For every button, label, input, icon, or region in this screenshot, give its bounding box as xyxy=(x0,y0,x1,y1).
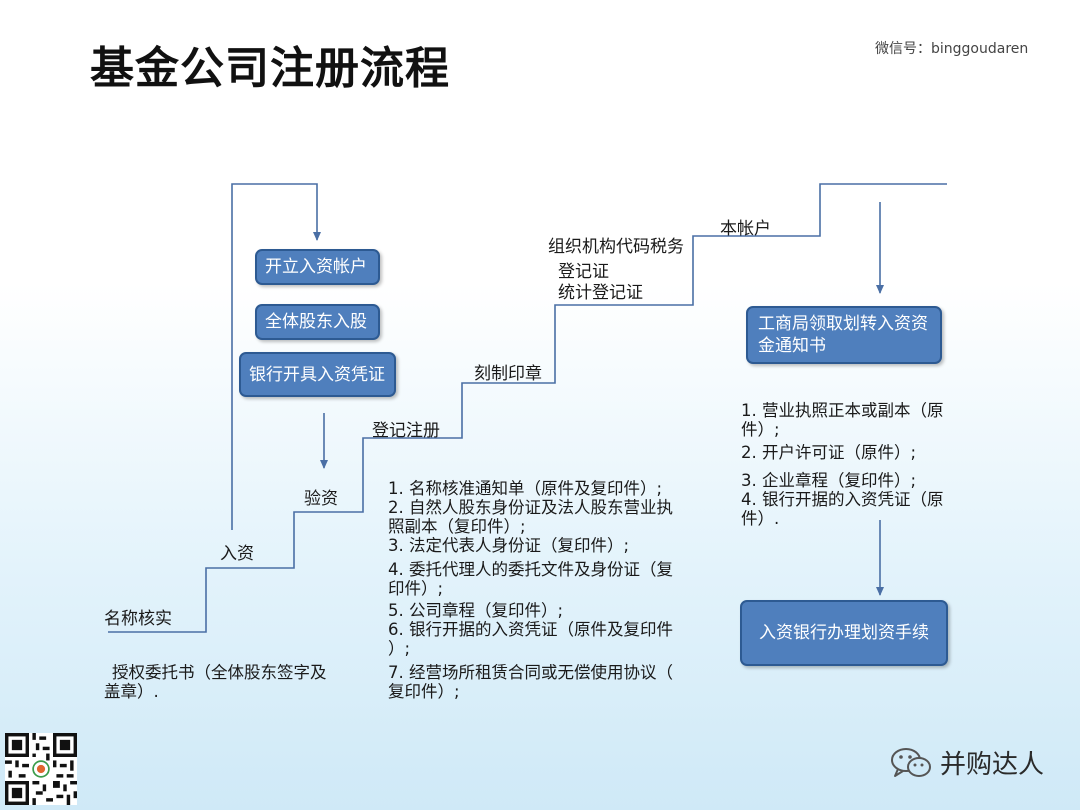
step-register: 登记注册 xyxy=(372,421,440,441)
shareholders-invest-box: 全体股东入股 xyxy=(255,304,380,340)
list-item: 4. 委托代理人的委托文件及身份证（复 xyxy=(388,560,673,579)
list-item: 件）; xyxy=(741,420,780,439)
list-item: 6. 银行开据的入资凭证（原件及复印件 xyxy=(388,620,673,639)
step-bank-account: 本帐户 xyxy=(720,219,771,239)
list-item: 复印件）; xyxy=(388,682,460,701)
feedback-line xyxy=(231,183,321,530)
brand-footer: 并购达人 xyxy=(890,744,1044,781)
list-item: 1. 名称核准通知单（原件及复印件）; xyxy=(388,479,663,498)
aic-notice-label: 工商局领取划转入资资金通知书 xyxy=(758,314,928,356)
brand-name: 并购达人 xyxy=(940,750,1045,780)
open-account-label: 开立入资帐户 xyxy=(265,257,367,277)
staircase-line xyxy=(108,183,947,633)
step-capital-in: 入资 xyxy=(220,544,254,564)
list-item: 印件）; xyxy=(388,579,444,598)
bank-certificate-label: 银行开具入资凭证 xyxy=(249,364,385,385)
transfer-docs-list: 1. 营业执照正本或副本（原 件）; 2. 开户许可证（原件）; 3. 企业章程… xyxy=(741,401,944,528)
list-item: 2. 开户许可证（原件）; xyxy=(741,443,917,462)
list-item: 5. 公司章程（复印件）; xyxy=(388,601,564,620)
authorization-line: 授权委托书（全体股东签字及 xyxy=(112,663,327,682)
authorization-line: 盖章）. xyxy=(104,682,159,701)
list-item: 3. 法定代表人身份证（复印件）; xyxy=(388,536,630,555)
list-item: 件）. xyxy=(741,509,780,528)
bank-certificate-box: 银行开具入资凭证 xyxy=(239,352,396,397)
bank-transfer-box: 入资银行办理划资手续 xyxy=(740,600,948,666)
step-verify-capital: 验资 xyxy=(304,489,338,509)
page-title: 基金公司注册流程 xyxy=(90,43,450,94)
qr-code-icon xyxy=(5,733,77,805)
authorization-note: 授权委托书（全体股东签字及 盖章）. xyxy=(104,663,327,701)
wechat-icon xyxy=(891,747,931,777)
bank-transfer-label: 入资银行办理划资手续 xyxy=(759,623,929,643)
step-engrave-seal: 刻制印章 xyxy=(474,364,542,384)
step-org-code-tax: 组织机构代码税务 xyxy=(548,237,684,257)
open-account-box: 开立入资帐户 xyxy=(255,249,380,285)
step-stat-reg-cert: 统计登记证 xyxy=(558,283,643,303)
wechat-id: 微信号：binggoudaren xyxy=(875,41,1029,57)
register-docs-list: 1. 名称核准通知单（原件及复印件）; 2. 自然人股东身份证及法人股东营业执 … xyxy=(388,479,673,701)
list-item: 4. 银行开据的入资凭证（原 xyxy=(741,490,944,509)
step-name-check: 名称核实 xyxy=(104,609,172,629)
aic-notice-box: 工商局领取划转入资资金通知书 xyxy=(746,306,942,364)
shareholders-invest-label: 全体股东入股 xyxy=(265,312,367,332)
list-item: 7. 经营场所租赁合同或无偿使用协议（ xyxy=(388,663,673,682)
list-item: 3. 企业章程（复印件）; xyxy=(741,471,917,490)
list-item: 1. 营业执照正本或副本（原 xyxy=(741,401,944,420)
step-reg-cert: 登记证 xyxy=(558,262,609,282)
list-item: ）; xyxy=(388,639,411,658)
list-item: 2. 自然人股东身份证及法人股东营业执 xyxy=(388,498,673,517)
list-item: 照副本（复印件）; xyxy=(388,517,526,536)
